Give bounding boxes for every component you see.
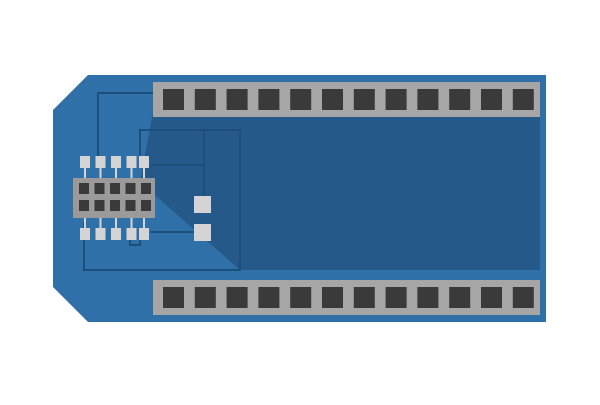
header-pin [194,89,216,110]
header-pin [226,287,248,308]
bottom-pin-header [153,280,540,315]
chip-pad [141,183,151,194]
header-pin [481,89,502,110]
trace [97,92,153,160]
header-pin [163,287,184,308]
bottom-header-pins [163,287,534,308]
chip-leg [95,156,106,168]
chip-pad [141,200,151,211]
header-pin [353,287,375,308]
top-header-pins [163,89,534,110]
chip-pad [79,183,89,194]
chip-pad [79,200,89,211]
header-pin [449,287,471,308]
header-pin [226,89,248,110]
header-pin [481,287,502,308]
chip-leg [80,156,90,168]
header-pin [417,287,439,308]
header-pin [512,89,534,110]
header-pin [290,287,312,308]
chip-leg [111,156,121,168]
header-pin [449,89,471,110]
chip-leg [126,228,137,240]
chip-pad [110,183,120,194]
header-pin [194,287,216,308]
header-pin [163,89,184,110]
smd-component [194,224,211,241]
header-pin [290,89,312,110]
header-pin [322,287,343,308]
chip-leg [126,156,137,168]
header-pin [258,89,280,110]
chip-leg [80,228,90,240]
chip-leg [95,228,106,240]
chip-pad [125,183,136,194]
chip-pads [79,183,151,211]
header-pin [417,89,439,110]
chip-leg [139,156,149,168]
header-pin [512,287,534,308]
top-pin-header [153,82,540,117]
chip-legs [80,156,149,240]
header-pin [385,287,407,308]
chip-leg [139,228,149,240]
header-pin [385,89,407,110]
header-pin [353,89,375,110]
chip-pad [94,183,105,194]
smd-component [194,196,211,213]
header-pin [258,287,280,308]
circuit-traces [83,92,241,271]
chip-pad [125,200,136,211]
header-pin [322,89,343,110]
discrete-components [194,196,211,241]
chip-pad [94,200,105,211]
chip-pad [110,200,120,211]
chip-leg [111,228,121,240]
trace [83,129,241,271]
